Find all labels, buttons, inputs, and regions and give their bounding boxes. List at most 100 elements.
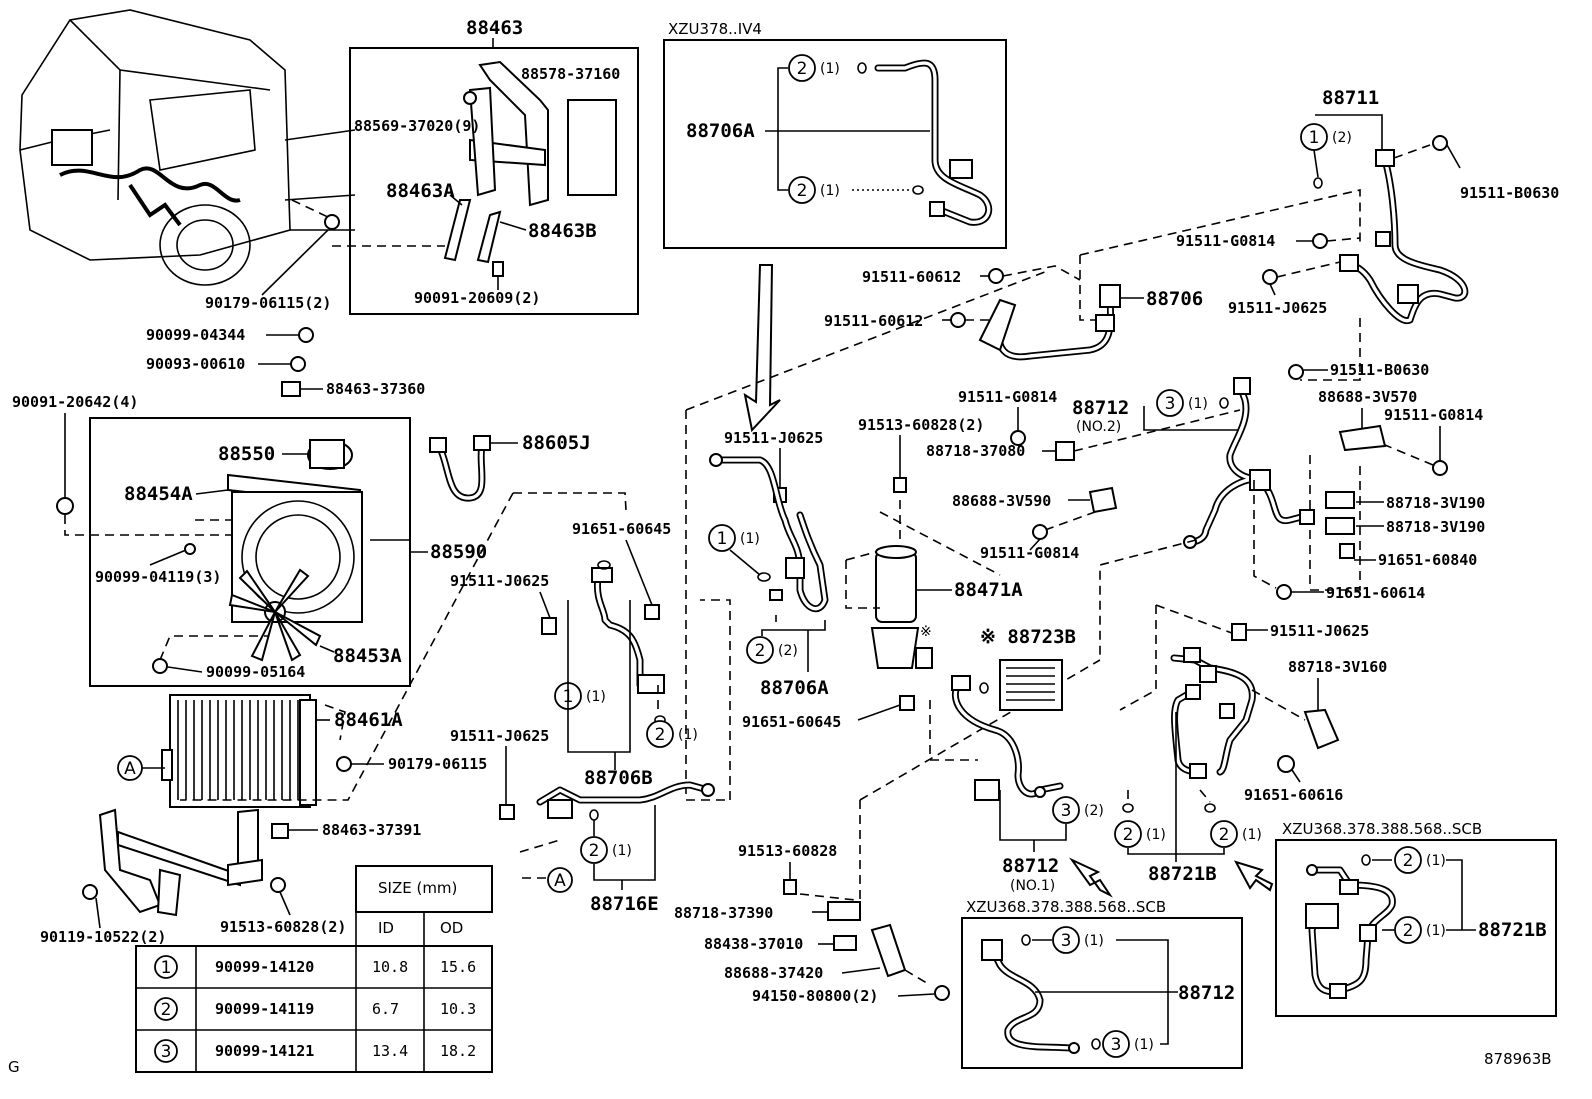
label-88463-37391: 88463-37391 [322, 821, 421, 839]
table-cell-od: 18.2 [440, 1042, 476, 1060]
table-row-key-3 [154, 1039, 178, 1063]
arrow-down-icon [743, 264, 781, 433]
table-cell-part: 90099-14119 [215, 1000, 314, 1018]
qty-text: (1) [586, 689, 606, 705]
hose-88712-no1 [951, 675, 1064, 801]
qty-text: (1) [1084, 933, 1104, 949]
label-91651-60614: 91651-60614 [1326, 584, 1425, 602]
callout-2 [646, 720, 674, 748]
size-table: SIZE (mm) ID OD 1 90099-14120 10.8 15.6 … [135, 865, 493, 1073]
table-cell-od: 15.6 [440, 958, 476, 976]
qty-text: (2) [778, 643, 798, 659]
label-88718-3V160: 88718-3V160 [1288, 658, 1387, 676]
hose-88721B [1170, 647, 1256, 779]
label-88550: 88550 [218, 443, 275, 465]
variant-label-bottom-center: XZU368.378.388.568..SCB [966, 898, 1166, 916]
bolt-icon [56, 497, 74, 515]
ref-a-marker [547, 867, 573, 893]
bolt-icon [1276, 584, 1292, 600]
label-88723B: ※ 88723B [980, 626, 1076, 648]
callout-text: 2 [589, 841, 600, 861]
label-88706A-top: 88706A [686, 120, 755, 142]
table-row-key-text: 3 [161, 1042, 172, 1062]
bracket-bottom-left [82, 808, 289, 917]
label-91511-G0814-d: 91511-G0814 [980, 544, 1079, 562]
label-88463-37360: 88463-37360 [326, 380, 425, 398]
label-88712-no1-sub: (NO.1) [1010, 878, 1055, 894]
bracket-icon [281, 381, 301, 397]
label-91651-60645-a: 91651-60645 [572, 520, 671, 538]
variant-box-bottom-center [961, 917, 1243, 1069]
callout-3 [1052, 796, 1080, 824]
label-91651-60616: 91651-60616 [1244, 786, 1343, 804]
label-88453A: 88453A [333, 645, 402, 667]
callout-text: 2 [755, 641, 766, 661]
bolt-icon [950, 312, 966, 328]
callout-text: 3 [1165, 394, 1176, 414]
label-90099-04119: 90099-04119(3) [95, 568, 221, 586]
table-header-id: ID [378, 919, 394, 937]
callout-2 [1210, 820, 1238, 848]
nut-icon [934, 985, 950, 1001]
callout-text: 2 [655, 725, 666, 745]
callout-1 [708, 524, 736, 552]
bracket-box [349, 47, 639, 315]
variant-box-top [663, 39, 1007, 249]
bolt-icon [298, 327, 314, 343]
label-88463A: 88463A [386, 180, 455, 202]
ref-a-text: A [554, 871, 566, 891]
corner-code: G [8, 1058, 20, 1076]
label-88438-37010: 88438-37010 [704, 935, 803, 953]
bracket-icon [1338, 424, 1387, 452]
label-91511-J0625-b: 91511-J0625 [450, 572, 549, 590]
arrow-up-icon [1068, 857, 1113, 898]
label-90099-04344: 90099-04344 [146, 326, 245, 344]
label-90179-06115: 90179-06115 [388, 755, 487, 773]
qty-text: (1) [820, 183, 840, 199]
label-88712-box: 88712 [1178, 982, 1235, 1004]
clamp-icon [1325, 491, 1355, 509]
label-88706: 88706 [1146, 288, 1203, 310]
variant-label-top: XZU378..IV4 [668, 20, 762, 38]
label-88706B: 88706B [584, 767, 653, 789]
receiver-drier-88471A [870, 545, 933, 669]
callout-text: 2 [1219, 825, 1230, 845]
callout-2 [788, 176, 816, 204]
label-88590: 88590 [430, 541, 487, 563]
bolt-icon [988, 268, 1004, 284]
qty-text: (1) [1146, 827, 1166, 843]
label-91511-60612-b: 91511-60612 [824, 312, 923, 330]
caution-label-88723B [999, 659, 1063, 711]
bolt-icon [1312, 233, 1328, 249]
table-row-key-2 [154, 997, 178, 1021]
table-cell-id: 6.7 [372, 1000, 399, 1018]
label-88718-37080: 88718-37080 [926, 442, 1025, 460]
callout-text: 2 [797, 59, 808, 79]
connector-88605J [429, 435, 491, 502]
callout-text: 3 [1061, 801, 1072, 821]
label-91511-B0630-b: 91511-B0630 [1330, 361, 1429, 379]
fan-drawing [152, 439, 363, 674]
label-90099-05164: 90099-05164 [206, 663, 305, 681]
hose-88712-no2 [1183, 377, 1315, 549]
label-90179-06115-2: 90179-06115(2) [205, 294, 331, 312]
label-91511-J0625-c: 91511-J0625 [450, 727, 549, 745]
hose-88706A-variant [874, 59, 993, 226]
bracket-88463-drawing [443, 60, 617, 277]
label-88461A: 88461A [334, 709, 403, 731]
label-88706A-mid: 88706A [760, 677, 829, 699]
hose-88706 [978, 284, 1121, 361]
condenser-drawing [161, 694, 317, 808]
bolt-icon [324, 214, 340, 230]
bolt-icon [1288, 364, 1304, 380]
label-91651-60645-b: 91651-60645 [742, 713, 841, 731]
label-91511-60612-a: 91511-60612 [862, 268, 961, 286]
callout-text: 1 [717, 529, 728, 549]
qty-text: (1) [1134, 1037, 1154, 1053]
hose-88706A-mid [709, 453, 829, 613]
qty-text: (1) [1242, 827, 1262, 843]
label-90091-20609: 90091-20609(2) [414, 289, 540, 307]
callout-text: 1 [1309, 128, 1320, 148]
table-cell-id: 13.4 [372, 1042, 408, 1060]
label-91511-J0625-d: 91511-J0625 [1228, 299, 1327, 317]
